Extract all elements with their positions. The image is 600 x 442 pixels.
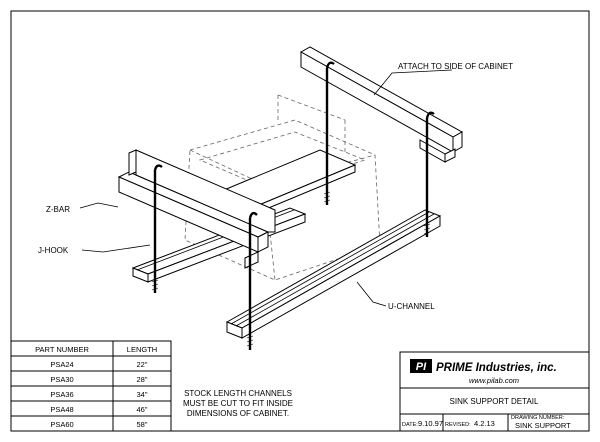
table-cell: 28" <box>136 375 147 384</box>
attach-label: ATTACH TO SIDE OF CABINET <box>398 62 513 71</box>
table-cell: PSA48 <box>50 405 73 414</box>
front-u-channel <box>225 209 442 339</box>
table-cell: PSA60 <box>50 420 73 429</box>
u-channel-label: U-CHANNEL <box>388 302 435 311</box>
table-cell: 58" <box>136 420 147 429</box>
revised-value: 4.2.13 <box>474 419 495 428</box>
table-cell: 22" <box>136 360 147 369</box>
z-bar <box>117 149 276 269</box>
z-bar-label: Z-BAR <box>46 205 70 214</box>
table-cell: PSA36 <box>50 390 73 399</box>
company-url: www.pilab.com <box>469 376 519 385</box>
callout-leaders <box>79 69 453 307</box>
table-cell: 46" <box>136 405 147 414</box>
table-cell: PSA24 <box>50 360 73 369</box>
date-value: 9.10.97 <box>418 419 443 428</box>
cut-note: STOCK LENGTH CHANNELS MUST BE CUT TO FIT… <box>183 389 293 418</box>
title-block: PI PRIME Industries, inc. www.pilab.com … <box>399 351 590 432</box>
date-label: DATE: <box>402 422 418 428</box>
note-line: MUST BE CUT TO FIT INSIDE <box>183 399 293 408</box>
company-name: PRIME Industries, inc. <box>436 362 557 374</box>
company-logo-text: PI <box>416 361 427 373</box>
company-logo <box>410 359 432 373</box>
part-table: PART NUMBER LENGTH PSA24 22" PSA30 28" P… <box>10 340 172 432</box>
drawing-title: SINK SUPPORT DETAIL <box>450 397 539 406</box>
revised-label: REVISED: <box>445 422 471 428</box>
note-line: STOCK LENGTH CHANNELS <box>184 389 292 398</box>
j-hook-rods <box>151 61 435 350</box>
cabinet-mount-board <box>299 46 464 163</box>
table-cell: 34" <box>136 390 147 399</box>
sheet-border <box>10 10 590 432</box>
table-header-length: LENGTH <box>127 345 157 354</box>
note-line: DIMENSIONS OF CABINET. <box>187 409 289 418</box>
table-header-part: PART NUMBER <box>35 345 89 354</box>
table-cell: PSA30 <box>50 375 73 384</box>
drawing-number-value: SINK SUPPORT <box>515 421 571 430</box>
drawing-number-label: DRAWING NUMBER: <box>511 415 565 421</box>
j-hook-label: J-HOOK <box>38 246 69 255</box>
